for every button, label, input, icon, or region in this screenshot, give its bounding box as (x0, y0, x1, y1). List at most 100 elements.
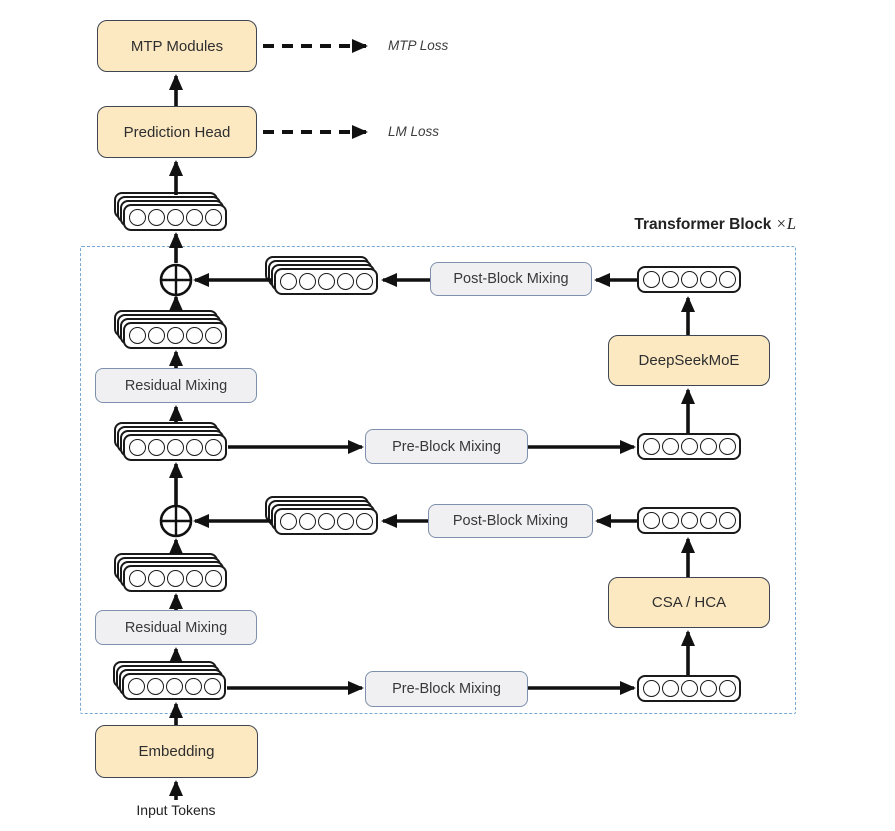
times-symbol: × (775, 214, 787, 233)
token-circle (298, 513, 316, 530)
token-circle (661, 512, 679, 529)
token-circle (718, 271, 736, 288)
token-circle (204, 209, 222, 226)
token-circle (336, 273, 354, 290)
token-circle (680, 512, 698, 529)
token-circle (147, 327, 165, 344)
token-circle (642, 271, 660, 288)
token-circle (680, 438, 698, 455)
token-circle (680, 680, 698, 697)
post-block-mixing-upper-label: Post-Block Mixing (453, 271, 569, 287)
token-circle (146, 678, 164, 695)
layer-count-variable: L (786, 214, 796, 233)
post-block-mixing-upper-box: Post-Block Mixing (430, 262, 592, 296)
residual-mixing-lower-label: Residual Mixing (124, 619, 228, 636)
token-circle (718, 438, 736, 455)
pre-block-mixing-lower-label: Pre-Block Mixing (392, 681, 501, 697)
token-circle (147, 209, 165, 226)
token-circle (128, 327, 146, 344)
token-circle (699, 438, 717, 455)
token-circle (166, 327, 184, 344)
hidden-states-box (123, 565, 227, 592)
token-circle (317, 513, 335, 530)
lm-loss-label: LM Loss (388, 124, 440, 139)
token-circle (185, 439, 203, 456)
hidden-states-stack-after-add-upper (114, 310, 228, 349)
transformer-block-label: Transformer Block ×L (546, 214, 796, 234)
token-circle (185, 327, 203, 344)
hidden-states-stack-mid-lower (114, 553, 228, 592)
post-block-mixing-lower-box: Post-Block Mixing (428, 504, 593, 538)
token-circle (642, 512, 660, 529)
token-circle (279, 513, 297, 530)
residual-mixing-upper-label: Residual Mixing (124, 377, 228, 394)
token-circle (336, 513, 354, 530)
token-circle (166, 570, 184, 587)
hidden-states-stack-mid-upper (114, 422, 228, 461)
embedding-label: Embedding (138, 743, 215, 760)
hidden-states-box (123, 322, 227, 349)
token-circle (661, 680, 679, 697)
token-circle (661, 438, 679, 455)
deepseekmoe-label: DeepSeekMoE (638, 352, 740, 369)
transformer-block-boundary (80, 246, 796, 714)
token-circle (661, 271, 679, 288)
token-circle (203, 678, 221, 695)
token-circle (147, 439, 165, 456)
deepseekmoe-box: DeepSeekMoE (608, 335, 770, 386)
token-circle (204, 570, 222, 587)
token-circle (166, 439, 184, 456)
token-circle (699, 680, 717, 697)
token-circle (184, 678, 202, 695)
input-tokens-label: Input Tokens (136, 802, 216, 818)
hidden-states-box (123, 204, 227, 231)
token-circle (128, 570, 146, 587)
token-circle (642, 680, 660, 697)
token-circle (279, 273, 297, 290)
hidden-states-box-attn-output (637, 507, 741, 534)
hidden-states-box-moe-input (637, 433, 741, 460)
pre-block-mixing-upper-label: Pre-Block Mixing (392, 438, 501, 455)
token-circle (128, 439, 146, 456)
token-circle (147, 570, 165, 587)
csa-hca-label: CSA / HCA (651, 594, 727, 611)
hidden-states-stack-input (113, 661, 227, 700)
mtp-loss-label: MTP Loss (388, 38, 449, 53)
residual-mixing-upper-box: Residual Mixing (95, 368, 257, 403)
post-block-mixing-lower-label: Post-Block Mixing (452, 513, 569, 529)
token-circle (204, 327, 222, 344)
token-circle (127, 678, 145, 695)
token-circle (718, 512, 736, 529)
mtp-modules-label: MTP Modules (130, 37, 224, 55)
mtp-modules-box: MTP Modules (97, 20, 257, 72)
pre-block-mixing-upper-box: Pre-Block Mixing (365, 429, 528, 464)
token-circle (165, 678, 183, 695)
hidden-states-box-attn-input (637, 675, 741, 702)
pre-block-mixing-lower-box: Pre-Block Mixing (365, 671, 528, 707)
hidden-states-stack-output (114, 192, 228, 231)
csa-hca-box: CSA / HCA (608, 577, 770, 628)
token-circle (355, 513, 373, 530)
dashed-loss-arrows (263, 39, 368, 139)
token-circle (166, 209, 184, 226)
hidden-states-stack-postblock-lower (265, 496, 379, 535)
prediction-head-box: Prediction Head (97, 106, 257, 158)
hidden-states-box (122, 673, 226, 700)
token-circle (699, 512, 717, 529)
prediction-head-label: Prediction Head (123, 123, 231, 141)
token-circle (298, 273, 316, 290)
token-circle (317, 273, 335, 290)
token-circle (185, 209, 203, 226)
hidden-states-box (274, 508, 378, 535)
token-circle (204, 439, 222, 456)
embedding-box: Embedding (95, 725, 258, 778)
hidden-states-box (123, 434, 227, 461)
token-circle (355, 273, 373, 290)
hidden-states-box-moe-output (637, 266, 741, 293)
residual-mixing-lower-box: Residual Mixing (95, 610, 257, 645)
hidden-states-stack-postblock-upper (265, 256, 379, 295)
token-circle (699, 271, 717, 288)
token-circle (185, 570, 203, 587)
token-circle (680, 271, 698, 288)
